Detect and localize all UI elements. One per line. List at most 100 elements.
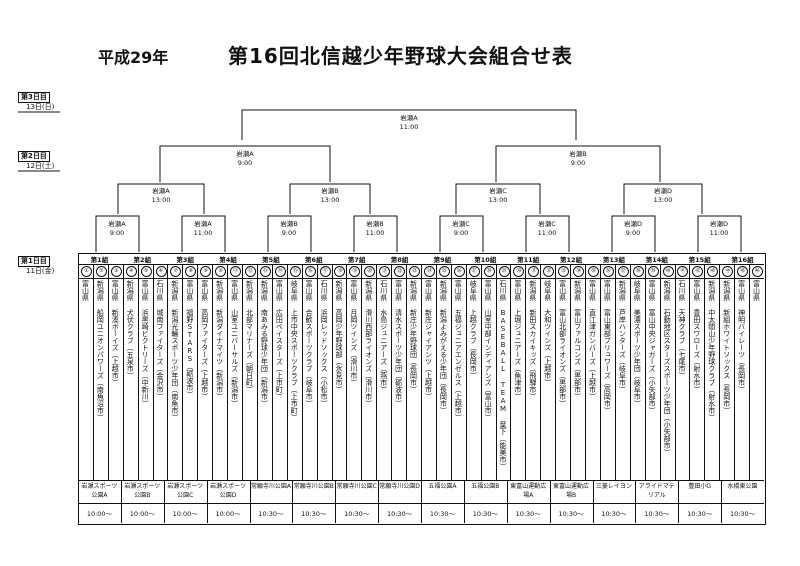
team-number: ㊳ xyxy=(632,266,644,277)
team-number: ⑫ xyxy=(245,266,256,277)
team-number: ㊴ xyxy=(647,266,659,277)
grid-column-divider xyxy=(719,264,721,480)
page-title: 第16回北信越少年野球大会組合せ表 xyxy=(228,44,573,68)
grid-column-divider xyxy=(435,264,437,480)
group-label: 第11組 xyxy=(517,256,540,264)
team-number: ㊷ xyxy=(692,266,704,277)
grid-column-divider xyxy=(271,264,273,480)
qf-b-node: 岩瀬B 13:00 xyxy=(300,187,360,205)
semi-a-node: 岩瀬A 9:00 xyxy=(215,150,275,168)
group-label: 第6組 xyxy=(305,256,323,264)
team-name: 新潟県 新潟よみがえる少年団（長岡市） xyxy=(439,280,448,414)
team-number: ① xyxy=(80,266,92,277)
team-name: 富山県 福野STARS（砺波市） xyxy=(185,280,194,398)
day2-tag: 第2日目 12日(土) xyxy=(18,151,54,171)
team-name: 岐阜県 上市中央スポーツクラブ（上市町） xyxy=(290,280,299,421)
grid-column-divider xyxy=(107,264,109,480)
group-label: 第3組 xyxy=(176,256,194,264)
qf-d-bracket xyxy=(623,183,703,214)
grid-column-divider xyxy=(480,264,482,480)
team-number: ㊺ xyxy=(737,266,749,277)
group-time: 10:30〜 xyxy=(729,510,756,518)
r2-venue: 岩瀬C xyxy=(538,220,556,228)
r2-time: 11:00 xyxy=(193,229,213,237)
grid-column-divider xyxy=(376,264,378,480)
team-number: ㉟ xyxy=(588,266,599,277)
team-number: ⑯ xyxy=(304,266,316,277)
group-venue: アライドマテリアル xyxy=(638,483,675,499)
team-name: 富山県 高岡ファイターズ（上越市） xyxy=(200,280,209,400)
grid-column-divider xyxy=(465,264,467,480)
team-name: 富山県 月岡ツインズ（滑川市） xyxy=(349,280,358,386)
group-venue: 岩瀬スポーツ公園D xyxy=(210,483,246,499)
grid-column-divider xyxy=(391,264,393,480)
r2-venue: 岩瀬B xyxy=(366,220,384,228)
team-name: 新潟県 富山ファルコンズ（黒部市） xyxy=(573,280,582,400)
team-number: ㉛ xyxy=(528,266,540,277)
group-divider xyxy=(292,480,294,523)
grid-column-divider xyxy=(286,264,288,480)
team-name: 富山県 神明バイレーツ（長岡市） xyxy=(737,280,746,393)
group-label: 第9組 xyxy=(433,256,452,264)
group-time: 10:30〜 xyxy=(687,510,713,518)
qf-a-bracket xyxy=(117,183,205,214)
team-name: 石川県 BASEBALL TEAM 葉下（能美市） xyxy=(499,280,508,470)
team-name: 富山県 山室中部インディアンズ（富山市） xyxy=(484,280,493,421)
grid-column-divider xyxy=(92,264,94,480)
team-name: 富山県 xyxy=(81,280,90,301)
team-number: ㉜ xyxy=(543,266,555,277)
r2-5-bracket xyxy=(439,215,484,252)
team-number: ㉒ xyxy=(394,266,406,277)
final-bracket xyxy=(241,109,577,140)
team-number: ㉕ xyxy=(438,266,450,277)
group-label: 第8組 xyxy=(390,256,409,264)
group-time: 10:30〜 xyxy=(644,510,670,518)
team-name: 富山県 豊田スワローズ（射水市） xyxy=(692,280,701,393)
team-number: ⑮ xyxy=(289,266,301,277)
team-number: ㉚ xyxy=(513,266,525,277)
team-number: ⑬ xyxy=(259,266,271,277)
semi-b-bracket xyxy=(495,145,661,182)
team-number: ⑥ xyxy=(155,266,167,277)
day3-label: 第3日目 xyxy=(18,92,50,103)
qf-c-venue: 岩瀬C xyxy=(489,187,507,195)
group-divider xyxy=(506,480,508,523)
grid-column-divider xyxy=(599,264,601,480)
team-name: 富山県 上堀ジュニアーズ（魚津市） xyxy=(513,280,522,400)
team-name: 新潟県 南あみる野球少年団（新潟市） xyxy=(260,280,269,407)
grid-column-divider xyxy=(659,264,661,480)
team-number: ⑪ xyxy=(230,266,242,277)
r2-time: 9:00 xyxy=(453,229,469,237)
r2-8-bracket xyxy=(697,215,742,252)
team-number: ④ xyxy=(125,266,137,277)
team-name: 新潟県 犬伏クラブ（五泉市） xyxy=(126,280,135,379)
day1-date: 11日(金) xyxy=(26,267,55,275)
group-label: 第15組 xyxy=(688,256,711,264)
qf-d-time: 13:00 xyxy=(653,196,673,204)
group-venue: 三菱レイヨン xyxy=(595,483,632,490)
semi-a-venue: 岩瀬A xyxy=(236,150,254,158)
group-time: 10:30〜 xyxy=(258,510,284,518)
r2-6-bracket xyxy=(525,215,570,252)
group-divider xyxy=(463,480,465,523)
r2-venue: 岩瀬D xyxy=(623,220,642,228)
qf-a-node: 岩瀬A 13:00 xyxy=(131,187,191,205)
team-number: ⑧ xyxy=(185,266,197,277)
r2-time: 9:00 xyxy=(109,229,125,237)
team-number: ㉘ xyxy=(483,266,495,277)
team-number: ㊲ xyxy=(617,266,629,277)
day3-tag: 第3日目 13日(日) xyxy=(18,92,54,112)
qf-b-bracket xyxy=(289,183,371,214)
grid-column-divider xyxy=(614,264,616,480)
final-venue: 岩瀬A xyxy=(400,114,418,122)
team-number: ㉖ xyxy=(453,266,465,277)
team-name: 富山県 広田ベイスターズ（上市町） xyxy=(275,280,284,400)
group-label: 第13組 xyxy=(602,256,625,264)
group-venue: 常願寺川公園A xyxy=(250,483,291,490)
group-time: 10:30〜 xyxy=(601,510,627,518)
grid-column-divider xyxy=(749,264,751,480)
r2-7-bracket xyxy=(611,215,656,252)
group-venue: 東富山運動広場B xyxy=(553,483,590,499)
